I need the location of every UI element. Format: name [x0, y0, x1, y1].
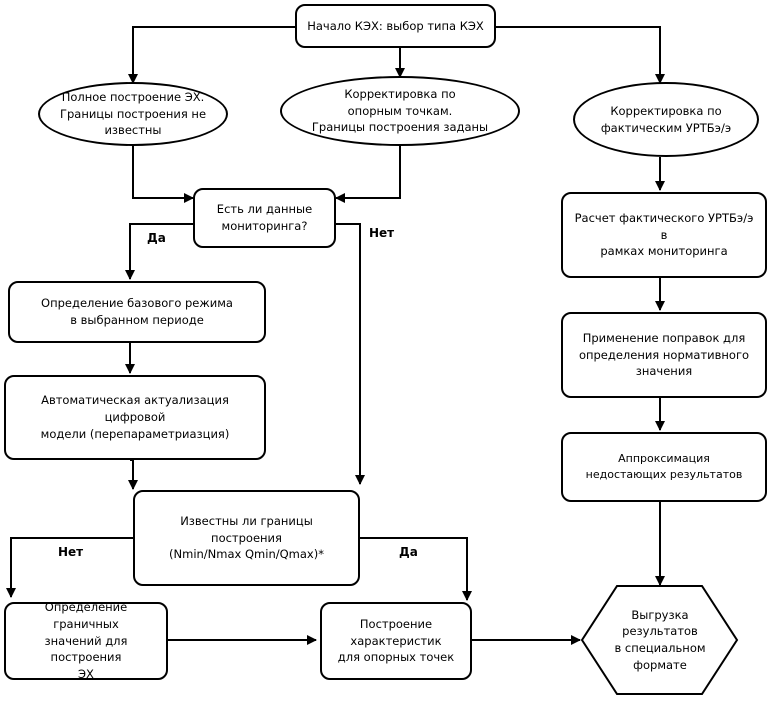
- edge-full-build-to-monitoring: [132, 145, 194, 203]
- approximation-box: Аппроксимация недостающих результатов: [561, 432, 767, 502]
- bounds-question-box: Известны ли границы построения (Nmin/Nma…: [133, 490, 360, 586]
- base-mode-text: Определение базового режима в выбранном …: [41, 296, 233, 327]
- export-text: Выгрузка результатов в специальном форма…: [614, 607, 706, 672]
- label-yes-bounds: Да: [399, 545, 418, 559]
- edge-auto-to-bounds-q: [128, 459, 138, 490]
- edge-bounds-no: [6, 537, 133, 598]
- approximation-text: Аппроксимация недостающих результатов: [585, 452, 743, 481]
- edge-start-to-full-build: [128, 26, 295, 84]
- edge-monitoring-no: [336, 223, 365, 485]
- label-no-bounds: Нет: [58, 545, 84, 559]
- bounds-definition-box: Определение граничных значений для постр…: [4, 600, 168, 682]
- label-yes-monitoring: Да: [147, 231, 166, 245]
- label-no-monitoring: Нет: [369, 226, 395, 240]
- export-hexagon-shape: [580, 585, 739, 695]
- edge-bounds-yes: [360, 537, 472, 601]
- build-characteristics-box: Построение характеристик для опорных точ…: [320, 602, 472, 680]
- edge-start-to-actual-corr: [496, 26, 665, 84]
- full-build-oval: Полное построение ЭХ. Границы построения…: [38, 82, 228, 146]
- ref-points-text: Корректировка по опорным точкам. Границы…: [311, 86, 489, 135]
- auto-update-text: Автоматическая актуализация цифровой мод…: [40, 393, 230, 441]
- full-build-text: Полное построение ЭХ. Границы построения…: [59, 89, 207, 138]
- start-text: Начало КЭХ: выбор типа КЭХ: [307, 18, 484, 33]
- calc-actual-text: Расчет фактического УРТБэ/э в рамках мон…: [574, 210, 754, 259]
- actual-corr-oval: Корректировка по фактическим УРТБэ/э: [573, 82, 759, 157]
- auto-update-box: Автоматическая актуализация цифровой мод…: [4, 375, 266, 460]
- monitoring-question-box: Есть ли данные мониторинга?: [193, 188, 336, 248]
- corrections-text: Применение поправок для определения норм…: [578, 330, 750, 379]
- actual-corr-text: Корректировка по фактическим УРТБэ/э: [600, 103, 732, 135]
- base-mode-box: Определение базового режима в выбранном …: [8, 281, 266, 343]
- edge-ref-points-to-monitoring: [335, 145, 401, 203]
- start-box: Начало КЭХ: выбор типа КЭХ: [295, 4, 496, 48]
- export-hexagon: Выгрузка результатов в специальном форма…: [600, 606, 720, 674]
- corrections-box: Применение поправок для определения норм…: [561, 312, 767, 398]
- edge-monitoring-yes: [125, 223, 193, 280]
- calc-actual-box: Расчет фактического УРТБэ/э в рамках мон…: [561, 192, 767, 278]
- bounds-definition-text: Определение граничных значений для постр…: [44, 600, 128, 682]
- bounds-question-text: Известны ли границы построения (Nmin/Nma…: [169, 513, 324, 562]
- ref-points-oval: Корректировка по опорным точкам. Границы…: [280, 76, 520, 146]
- monitoring-question-text: Есть ли данные мониторинга?: [216, 202, 313, 233]
- build-characteristics-text: Построение характеристик для опорных точ…: [337, 616, 455, 665]
